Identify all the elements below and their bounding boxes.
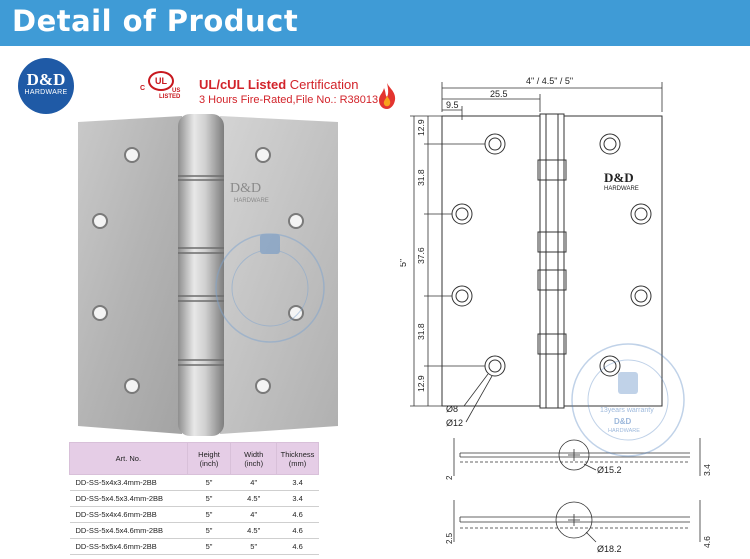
table-row: DD-SS-5x4x4.6mm-2BB 5" 4" 4.6 bbox=[69, 506, 319, 523]
drawing-leaf-logo: D&D bbox=[604, 170, 634, 185]
dim-width: 4" / 4.5" / 5" bbox=[526, 76, 573, 86]
table-header-cell: Art. No. bbox=[69, 442, 188, 475]
table-cell: 4.6 bbox=[276, 522, 319, 539]
ul-listed-label: UL/cUL Listed bbox=[199, 77, 287, 92]
hole-small-label: Ø8 bbox=[446, 404, 458, 414]
hinge-right-leaf bbox=[220, 116, 338, 434]
side-profile-2 bbox=[453, 500, 701, 543]
table-header-cell: Thickness(mm) bbox=[276, 442, 319, 475]
hinge-knuckle bbox=[178, 114, 224, 436]
knuckle-2-label: Ø18.2 bbox=[597, 544, 622, 554]
watermark-warranty: 13years warranty bbox=[600, 407, 654, 414]
table-row: DD-SS-5x4.5x3.4mm-2BB 5" 4.5" 3.4 bbox=[69, 490, 319, 507]
table-cell: 4.6 bbox=[276, 506, 319, 523]
ul-mark-us: US bbox=[172, 88, 181, 94]
hinge-outline bbox=[441, 113, 663, 409]
table-row: DD-SS-5x5x4.6mm-2BB 5" 5" 4.6 bbox=[69, 538, 319, 555]
table-cell: DD-SS-5x4.5x3.4mm-2BB bbox=[69, 490, 188, 507]
table-cell: DD-SS-5x4.5x4.6mm-2BB bbox=[69, 522, 188, 539]
technical-drawing: 4" / 4.5" / 5" 25.5 9.5 D&D HARDWARE bbox=[400, 76, 712, 554]
product-photo: D&D HARDWARE bbox=[78, 114, 338, 436]
dim-vert-1: 12.9 bbox=[416, 119, 426, 136]
logo-subtitle: HARDWARE bbox=[24, 89, 68, 96]
certification-line: UL/cUL Listed Certification bbox=[199, 77, 358, 92]
spec-table: Art. No. Height(inch) Width(inch) Thickn… bbox=[69, 442, 319, 555]
dim-25-5: 25.5 bbox=[490, 89, 508, 99]
side-profile-1 bbox=[453, 438, 701, 476]
drawing-leaf-logo-sub: HARDWARE bbox=[604, 186, 639, 192]
table-cell: 5" bbox=[187, 490, 231, 507]
certification-label: Certification bbox=[289, 77, 359, 92]
table-header-cell: Width(inch) bbox=[230, 442, 278, 475]
dim-9-5: 9.5 bbox=[446, 100, 459, 110]
table-cell: 4.5" bbox=[230, 490, 277, 507]
brand-logo: D&D HARDWARE bbox=[18, 58, 74, 114]
table-cell: 3.4 bbox=[276, 490, 319, 507]
page-title: Detail of Product bbox=[12, 4, 299, 38]
table-row: DD-SS-5x4x3.4mm-2BB 5" 4" 3.4 bbox=[69, 474, 319, 491]
flame-icon bbox=[379, 83, 396, 109]
fire-rating-text: 3 Hours Fire-Rated,File No.: R38013 bbox=[199, 94, 379, 106]
thick-2-label: 2.5 bbox=[445, 532, 454, 544]
table-cell: 4.5" bbox=[230, 522, 277, 539]
ul-mark-c: C bbox=[140, 85, 146, 92]
table-header-row: Art. No. Height(inch) Width(inch) Thickn… bbox=[69, 442, 319, 475]
ul-mark-icon: UL bbox=[148, 71, 174, 91]
table-cell: 4" bbox=[230, 474, 277, 491]
table-header-cell: Height(inch) bbox=[186, 442, 232, 475]
table-cell: 5" bbox=[187, 538, 231, 555]
table-cell: 4" bbox=[230, 506, 277, 523]
table-cell: 5" bbox=[230, 538, 277, 555]
table-cell: 5" bbox=[187, 474, 231, 491]
table-cell: DD-SS-5x4x3.4mm-2BB bbox=[69, 474, 188, 491]
ul-mark-listed: LISTED bbox=[159, 94, 181, 100]
table-cell: 4.6 bbox=[276, 538, 319, 555]
total-2-label: 4.6 bbox=[702, 536, 712, 548]
dim-vert-2: 31.8 bbox=[416, 169, 426, 186]
dim-vert-3: 37.6 bbox=[416, 247, 426, 264]
leaf-engraving: D&D bbox=[230, 181, 261, 196]
leaf-engraving-sub: HARDWARE bbox=[234, 198, 269, 204]
table-cell: DD-SS-5x5x4.6mm-2BB bbox=[69, 538, 188, 555]
drawing-watermark-icon bbox=[571, 343, 685, 457]
knuckle-1-label: Ø15.2 bbox=[597, 465, 622, 475]
table-cell: 5" bbox=[187, 506, 231, 523]
table-cell: 5" bbox=[187, 522, 231, 539]
watermark-brand-sub: HARDWARE bbox=[608, 428, 640, 434]
dim-vert-5: 12.9 bbox=[416, 375, 426, 392]
dim-vert-4: 31.8 bbox=[416, 323, 426, 340]
dim-height: 5" bbox=[400, 259, 408, 267]
hinge-left-leaf bbox=[78, 116, 182, 434]
table-row: DD-SS-5x4.5x4.6mm-2BB 5" 4.5" 4.6 bbox=[69, 522, 319, 539]
screw-holes-icon bbox=[92, 147, 304, 394]
total-1-label: 3.4 bbox=[702, 464, 712, 476]
hole-large-label: Ø12 bbox=[446, 418, 463, 428]
watermark-brand: D&D bbox=[614, 417, 632, 426]
ul-mark-text: UL bbox=[155, 76, 167, 86]
header-bar: Detail of Product bbox=[0, 0, 750, 46]
thick-1-label: 2 bbox=[445, 475, 454, 480]
logo-brand: D&D bbox=[26, 70, 66, 89]
photo-watermark-icon bbox=[215, 233, 325, 343]
table-cell: DD-SS-5x4x4.6mm-2BB bbox=[69, 506, 188, 523]
table-cell: 3.4 bbox=[276, 474, 319, 491]
